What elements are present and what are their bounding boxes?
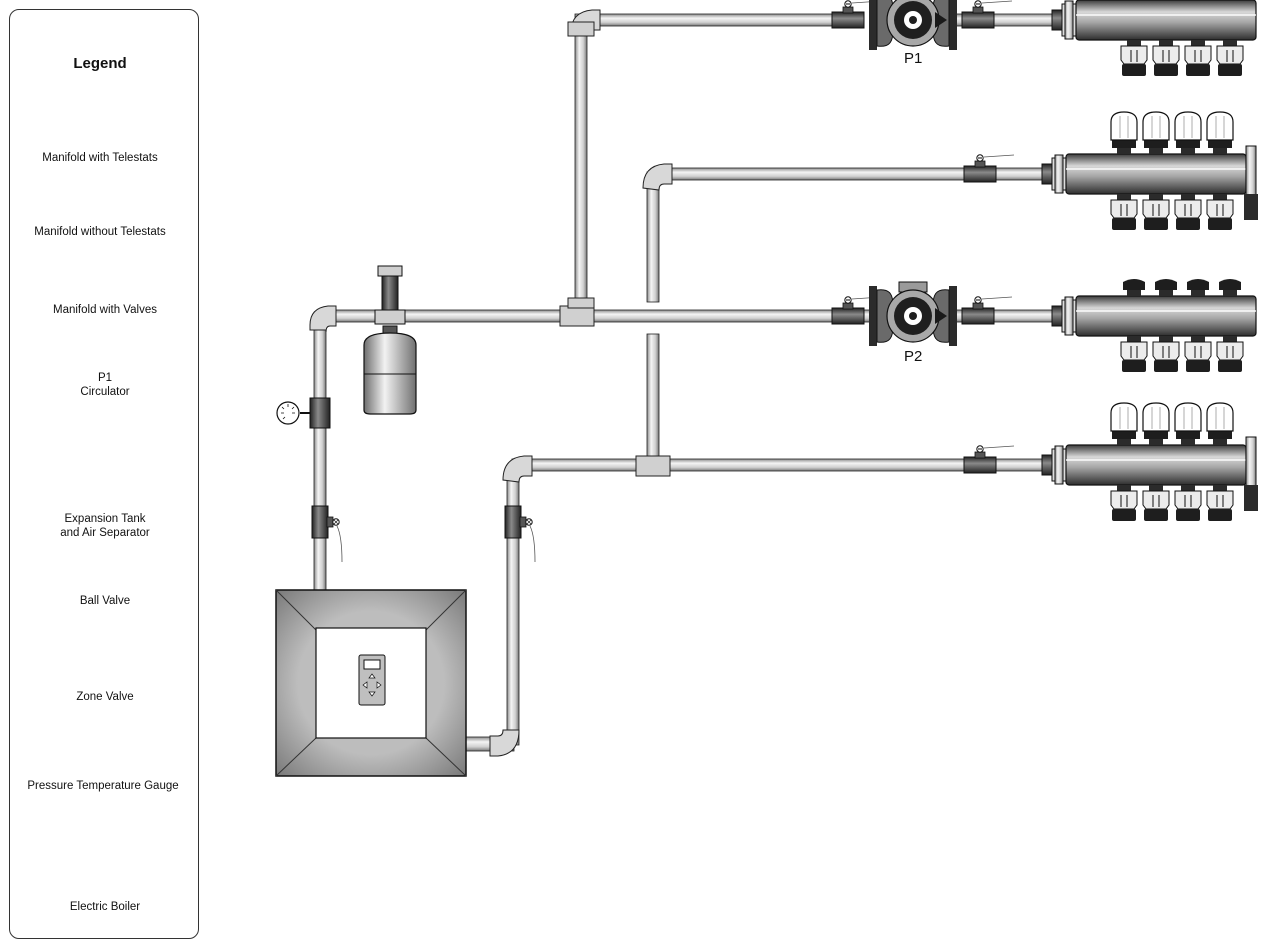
legend-label-manifold-with-telestats: Manifold with Telestats bbox=[42, 152, 158, 164]
legend-label-ball-valve: Ball Valve bbox=[79, 595, 131, 607]
legend-label-manifold-without-telestats: Manifold without Telestats bbox=[34, 226, 166, 238]
legend-title: Legend bbox=[73, 55, 127, 72]
legend-label-pressure-temperature-gauge: Pressure Temperature Gauge bbox=[27, 780, 179, 792]
circulator-p2 bbox=[868, 281, 958, 347]
electric-boiler bbox=[275, 589, 467, 777]
legend-label-electric-boiler: Electric Boiler bbox=[69, 901, 141, 913]
pump-label-p2: P2 bbox=[904, 348, 923, 365]
legend-label-zone-valve: Zone Valve bbox=[76, 691, 134, 703]
legend-label-expansion-tank: Expansion Tank bbox=[64, 513, 146, 525]
expansion-tank bbox=[363, 265, 417, 415]
legend-label-p1: P1 bbox=[97, 372, 113, 384]
manifold-zone3 bbox=[1051, 279, 1257, 373]
pressure-temperature-gauge bbox=[276, 397, 331, 429]
zone2-supply-pipe bbox=[642, 163, 1045, 303]
legend-label-circulator: Circulator bbox=[80, 386, 130, 398]
legend-label-manifold-with-valves: Manifold with Valves bbox=[53, 304, 157, 316]
legend-panel bbox=[9, 9, 199, 939]
manifold-zone1 bbox=[1051, 0, 1257, 77]
legend-label-air-separator: and Air Separator bbox=[60, 527, 150, 539]
circulator-p1 bbox=[868, 0, 958, 51]
return-header bbox=[465, 333, 1043, 757]
pump-label-p1: P1 bbox=[904, 50, 923, 67]
manifold-zone4 bbox=[1041, 402, 1258, 522]
manifold-zone2 bbox=[1041, 111, 1258, 231]
